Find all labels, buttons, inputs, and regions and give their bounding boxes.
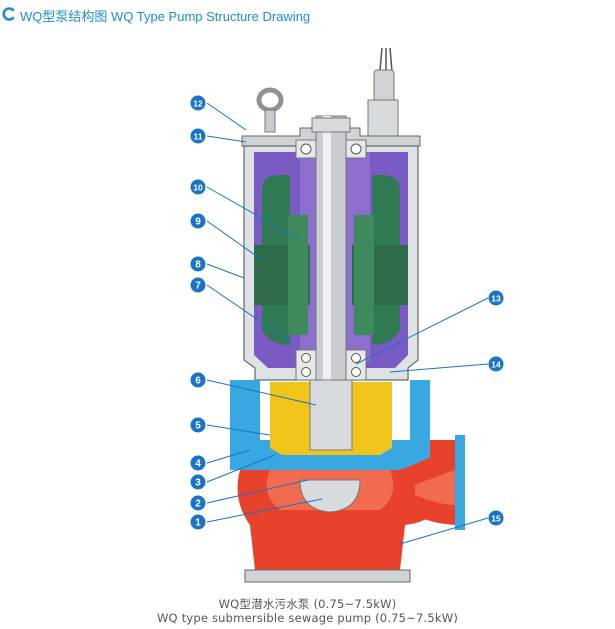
- callout-badge: [190, 213, 206, 229]
- callout-badge: [488, 290, 504, 306]
- lifting-eye: [256, 87, 284, 133]
- callout-badge: [190, 495, 206, 511]
- header: WQ型泵结构图 WQ Type Pump Structure Drawing: [0, 0, 615, 30]
- callout-8: 8: [190, 256, 206, 272]
- callout-10: 10: [190, 179, 206, 195]
- callout-badge: [190, 455, 206, 471]
- callout-badge: [190, 179, 206, 195]
- callout-badge: [190, 95, 206, 111]
- callout-number: 7: [195, 281, 201, 292]
- callout-badge: [190, 514, 206, 530]
- callout-number: 14: [491, 360, 501, 370]
- stator: [254, 175, 408, 345]
- callout-14: 14: [488, 356, 504, 372]
- callout-badge: [488, 510, 504, 526]
- callout-badge: [488, 356, 504, 372]
- callout-4: 4: [190, 455, 206, 471]
- callout-7: 7: [190, 277, 206, 293]
- c-arc-icon: [2, 7, 15, 21]
- callout-number: 8: [195, 260, 201, 271]
- callout-number: 11: [194, 132, 203, 142]
- leader-lines: [206, 102, 489, 545]
- callout-badge: [190, 277, 206, 293]
- bearings: [295, 139, 367, 381]
- callout-number: 4: [195, 459, 201, 470]
- caption-chinese: WQ型潜水污水泵 (0.75~7.5kW): [218, 597, 397, 611]
- callout-15: 15: [488, 510, 504, 526]
- callout-number: 15: [491, 514, 501, 524]
- callout-6: 6: [190, 372, 206, 388]
- power-cable: [367, 47, 399, 141]
- callout-badge: [190, 128, 206, 144]
- callout-number: 9: [195, 217, 201, 228]
- callout-number: 3: [195, 478, 201, 489]
- callout-number: 5: [195, 421, 201, 432]
- callout-number: 1: [195, 518, 201, 529]
- base-stand: [244, 569, 411, 583]
- callout-number: 13: [491, 294, 501, 304]
- callout-13: 13: [488, 290, 504, 306]
- callout-badge: [190, 256, 206, 272]
- callout-11: 11: [190, 128, 206, 144]
- callout-number: 6: [195, 376, 201, 387]
- callout-12: 12: [190, 95, 206, 111]
- callout-3: 3: [190, 474, 206, 490]
- caption-english: WQ type submersible sewage pump (0.75~7.…: [156, 611, 459, 625]
- callout-number: 12: [193, 99, 203, 109]
- callout-number: 10: [193, 183, 203, 193]
- impeller: [299, 479, 361, 513]
- callout-badge: [190, 372, 206, 388]
- callout-badge: [190, 474, 206, 490]
- callout-2: 2: [190, 495, 206, 511]
- pump-drawing: [230, 47, 465, 583]
- callout-badge: [190, 417, 206, 433]
- callout-number: 2: [195, 499, 201, 510]
- callout-9: 9: [190, 213, 206, 229]
- page-title: WQ型泵结构图 WQ Type Pump Structure Drawing: [20, 9, 311, 24]
- callout-5: 5: [190, 417, 206, 433]
- callout-1: 1: [190, 514, 206, 530]
